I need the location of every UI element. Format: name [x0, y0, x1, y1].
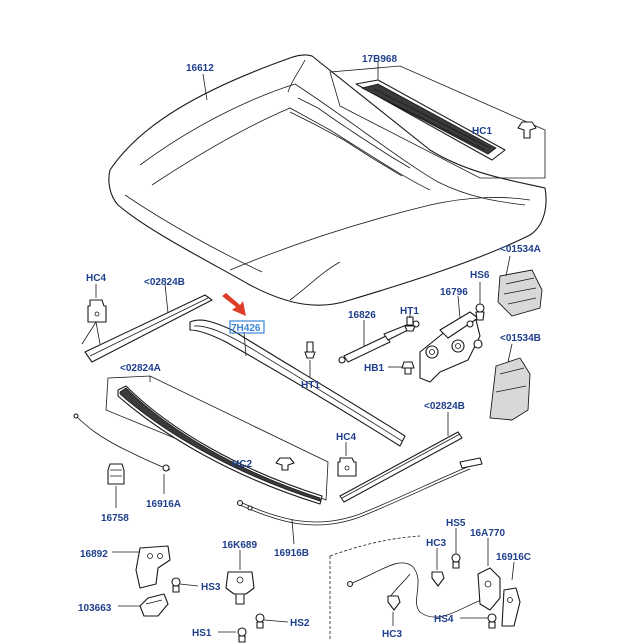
- label-strut: 16826: [348, 310, 376, 321]
- label-hood: 16612: [186, 63, 214, 74]
- label-screw-ht1-bottom: HT1: [301, 380, 320, 391]
- cowl-panel[interactable]: [329, 62, 546, 179]
- cable-16916c[interactable]: [346, 561, 515, 618]
- label-seal-lower-left: <02824A: [120, 363, 161, 374]
- label-screw-hs5: HS5: [446, 518, 466, 529]
- screw-ht1-bottom-icon[interactable]: [304, 341, 316, 378]
- seal-left-upper[interactable]: [84, 283, 213, 363]
- hood-hinge[interactable]: [419, 295, 483, 383]
- label-panel-right-lower: <01534B: [500, 333, 541, 344]
- release-handle-16a770[interactable]: [477, 538, 501, 611]
- label-screw-hs2: HS2: [290, 618, 310, 629]
- label-cowl-panel: 17B968: [362, 54, 397, 65]
- panel-right-lower[interactable]: [489, 343, 531, 421]
- screw-hs3-icon[interactable]: [171, 577, 199, 593]
- clip-hc1-icon[interactable]: [517, 121, 537, 139]
- label-screw-hs1: HS1: [192, 628, 212, 639]
- cable-16916a[interactable]: [73, 413, 171, 494]
- bracket-16892[interactable]: [112, 545, 171, 589]
- label-cable-16916a: 16916A: [146, 499, 181, 510]
- bracket-hc4-left-icon[interactable]: [81, 284, 107, 345]
- cable-16916b[interactable]: [236, 457, 483, 545]
- arrow-pointer-icon: [222, 293, 246, 316]
- label-clip-hc1: HC1: [472, 126, 492, 137]
- label-bumper: 16758: [101, 513, 129, 524]
- label-bracket-hc4-mid: HC4: [336, 432, 356, 443]
- label-latch-16k689: 16K689: [222, 540, 257, 551]
- label-seal-left-upper: <02824B: [144, 277, 185, 288]
- label-seal-right-lower: <02824B: [424, 401, 465, 412]
- screw-hs1-icon[interactable]: [218, 627, 247, 643]
- label-clip-hc3-top: HC3: [426, 538, 446, 549]
- highlight-box: [229, 320, 265, 334]
- bumper-16758-icon[interactable]: [107, 463, 125, 508]
- seal-front-7h426[interactable]: [189, 319, 406, 447]
- label-cable-16916c: 16916C: [496, 552, 531, 563]
- label-seal-front-7h426: 7H426: [231, 323, 261, 334]
- label-cable-16916b: 16916B: [274, 548, 309, 559]
- label-hinge: 16796: [440, 287, 468, 298]
- screw-hs2-icon[interactable]: [255, 613, 289, 629]
- screw-hs6-icon[interactable]: [475, 282, 485, 321]
- label-bracket-hc4-left: HC4: [86, 273, 106, 284]
- bracket-hc4-mid-icon[interactable]: [337, 442, 357, 477]
- label-bracket-16892: 16892: [80, 549, 108, 560]
- label-screw-hs3: HS3: [201, 582, 221, 593]
- lever-103663[interactable]: [118, 593, 169, 617]
- release-outline: [329, 535, 421, 640]
- panel-right-upper[interactable]: [497, 255, 543, 317]
- clip-hc3-top-icon[interactable]: [431, 548, 445, 587]
- screw-hs5-icon[interactable]: [451, 528, 461, 569]
- label-panel-right-upper: <01534A: [500, 244, 541, 255]
- seal-lower-left[interactable]: [105, 375, 329, 505]
- screw-hs4-icon[interactable]: [460, 613, 497, 629]
- label-clip-hc3-bottom: HC3: [382, 629, 402, 640]
- clip-hc2-icon[interactable]: [275, 457, 295, 471]
- label-screw-hs6: HS6: [470, 270, 490, 281]
- hood-panel[interactable]: [108, 54, 547, 306]
- label-bolt-hb1: HB1: [364, 363, 384, 374]
- screw-ht1-top-icon[interactable]: [404, 314, 416, 332]
- label-screw-hs4: HS4: [434, 614, 454, 625]
- clip-hc3-bottom-icon[interactable]: [387, 595, 401, 626]
- label-clip-hc2: HC2: [232, 459, 252, 470]
- bolt-hb1-icon[interactable]: [388, 361, 415, 375]
- cable-bracket-16916c[interactable]: [501, 587, 521, 627]
- label-screw-ht1-top: HT1: [400, 306, 419, 317]
- label-release-16a770: 16A770: [470, 528, 505, 539]
- label-lever-103663: 103663: [78, 603, 112, 614]
- seal-right-lower[interactable]: [339, 412, 463, 503]
- hood-latch-16k689[interactable]: [225, 550, 255, 605]
